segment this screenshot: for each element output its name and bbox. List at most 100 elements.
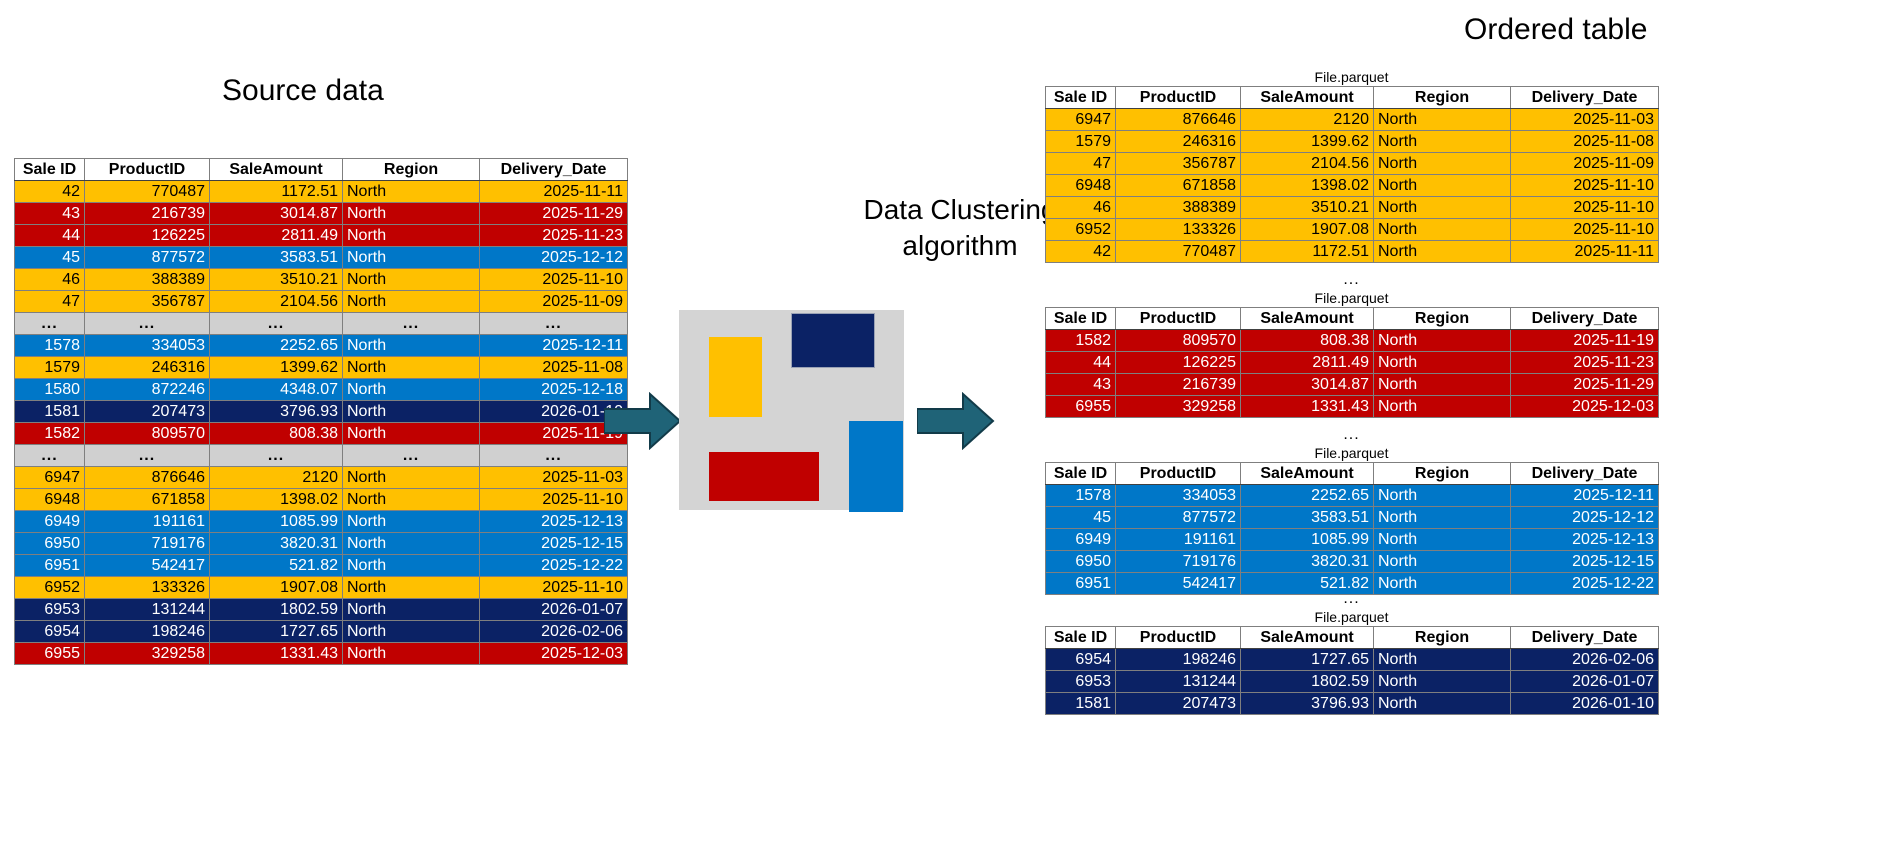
cell-ellipsis: ... <box>14 312 85 335</box>
cell-sale-id: 42 <box>14 180 85 203</box>
column-header-saleamount: SaleAmount <box>1240 307 1374 330</box>
cell-sale-id: 6948 <box>14 488 85 511</box>
cell-productid: 671858 <box>1115 174 1241 197</box>
cell-sale-id: 6954 <box>1045 648 1116 671</box>
cell-ellipsis: ... <box>84 444 210 467</box>
cell-sale-id: 46 <box>14 268 85 291</box>
cell-delivery-date: 2025-11-10 <box>479 268 628 291</box>
cell-saleamount: 1331.43 <box>1240 395 1374 418</box>
cell-sale-id: 6953 <box>1045 670 1116 693</box>
cell-region: North <box>342 356 480 379</box>
cell-region: North <box>342 268 480 291</box>
cell-sale-id: 1581 <box>1045 692 1116 715</box>
cell-saleamount: 2120 <box>209 466 343 489</box>
cell-productid: 198246 <box>1115 648 1241 671</box>
cell-productid: 809570 <box>1115 329 1241 352</box>
cell-delivery-date: 2025-11-10 <box>1510 218 1659 241</box>
cell-delivery-date: 2025-11-03 <box>1510 108 1659 131</box>
cell-saleamount: 521.82 <box>1240 572 1374 595</box>
column-header-productid: ProductID <box>1115 626 1241 649</box>
cell-region: North <box>342 554 480 577</box>
cell-ellipsis: ... <box>209 312 343 335</box>
cell-productid: 356787 <box>84 290 210 313</box>
cell-productid: 207473 <box>1115 692 1241 715</box>
cell-productid: 133326 <box>84 576 210 599</box>
cell-ellipsis: ... <box>209 444 343 467</box>
cell-sale-id: 1578 <box>14 334 85 357</box>
cell-region: North <box>1373 196 1511 219</box>
table-header-row: Sale ID ProductID SaleAmount Region Deli… <box>14 158 628 181</box>
cell-sale-id: 1582 <box>1045 329 1116 352</box>
cell-sale-id: 44 <box>1045 351 1116 374</box>
cell-delivery-date: 2025-12-18 <box>479 378 628 401</box>
cell-productid: 872246 <box>84 378 210 401</box>
cell-sale-id: 6954 <box>14 620 85 643</box>
cell-productid: 770487 <box>1115 240 1241 263</box>
source-data-table: Sale ID ProductID SaleAmount Region Deli… <box>14 158 628 665</box>
column-header-delivery-date: Delivery_Date <box>1510 626 1659 649</box>
cell-sale-id: 1578 <box>1045 484 1116 507</box>
cell-productid: 809570 <box>84 422 210 445</box>
red-cluster-block <box>709 452 819 501</box>
cell-productid: 246316 <box>1115 130 1241 153</box>
cell-saleamount: 1398.02 <box>1240 174 1374 197</box>
column-header-region: Region <box>1373 86 1511 109</box>
cell-sale-id: 6948 <box>1045 174 1116 197</box>
column-header-sale-id: Sale ID <box>1045 86 1116 109</box>
cell-sale-id: 1579 <box>1045 130 1116 153</box>
cell-delivery-date: 2025-11-10 <box>479 488 628 511</box>
cell-productid: 877572 <box>1115 506 1241 529</box>
cell-sale-id: 6955 <box>14 642 85 665</box>
cell-productid: 334053 <box>84 334 210 357</box>
cell-sale-id: 1582 <box>14 422 85 445</box>
cell-delivery-date: 2025-11-23 <box>1510 351 1659 374</box>
cell-productid: 356787 <box>1115 152 1241 175</box>
cell-delivery-date: 2025-12-22 <box>479 554 628 577</box>
parquet-file-label: File.parquet <box>1314 69 1389 85</box>
cell-sale-id: 6953 <box>14 598 85 621</box>
cell-delivery-date: 2025-11-10 <box>1510 196 1659 219</box>
parquet-file-label: File.parquet <box>1314 445 1389 461</box>
cell-sale-id: 6949 <box>14 510 85 533</box>
cell-region: North <box>342 400 480 423</box>
cell-region: North <box>342 246 480 269</box>
column-header-sale-id: Sale ID <box>1045 307 1116 330</box>
cell-saleamount: 1172.51 <box>209 180 343 203</box>
cell-sale-id: 6952 <box>14 576 85 599</box>
cell-region: North <box>1373 174 1511 197</box>
cell-sale-id: 6950 <box>14 532 85 555</box>
cell-productid: 126225 <box>84 224 210 247</box>
cell-saleamount: 2811.49 <box>1240 351 1374 374</box>
cell-region: North <box>1373 218 1511 241</box>
cell-delivery-date: 2026-01-10 <box>479 400 628 423</box>
cell-region: North <box>342 378 480 401</box>
algorithm-title-line1: Data Clustering <box>863 194 1057 225</box>
cell-saleamount: 1085.99 <box>209 510 343 533</box>
cell-ellipsis: ... <box>342 312 480 335</box>
cell-delivery-date: 2026-01-07 <box>1510 670 1659 693</box>
column-header-region: Region <box>342 158 480 181</box>
cell-delivery-date: 2025-11-10 <box>479 576 628 599</box>
cell-delivery-date: 2025-12-12 <box>479 246 628 269</box>
cell-saleamount: 808.38 <box>1240 329 1374 352</box>
column-header-sale-id: Sale ID <box>14 158 85 181</box>
cell-region: North <box>1373 506 1511 529</box>
cell-saleamount: 808.38 <box>209 422 343 445</box>
cell-delivery-date: 2025-12-15 <box>479 532 628 555</box>
column-header-productid: ProductID <box>1115 86 1241 109</box>
cell-saleamount: 1085.99 <box>1240 528 1374 551</box>
cell-sale-id: 6949 <box>1045 528 1116 551</box>
